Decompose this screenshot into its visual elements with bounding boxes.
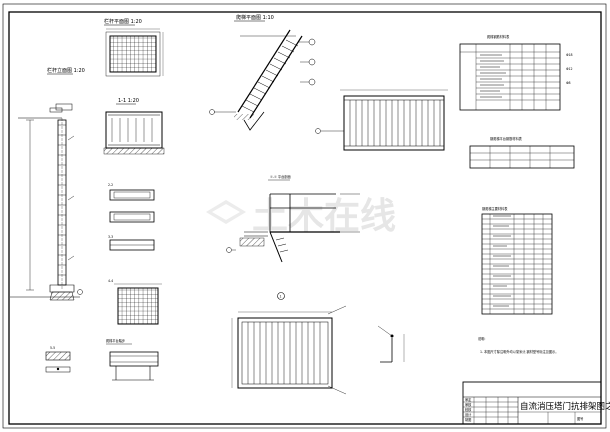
section-1-1-view: 1-1 1:20 xyxy=(103,98,165,155)
svg-text:①-① 平台剖面: ①-① 平台剖面 xyxy=(270,174,291,179)
svg-text:4-4: 4-4 xyxy=(108,279,113,283)
rebar-table-2: 钢爬梯平台钢筋材料表 xyxy=(469,136,575,169)
svg-text:3-3: 3-3 xyxy=(108,235,113,239)
svg-text:审核: 审核 xyxy=(465,402,472,407)
inner-border xyxy=(8,11,602,425)
svg-text:2-2: 2-2 xyxy=(108,183,113,187)
column-plan-title: 栏杆平面图 1:20 xyxy=(104,18,142,25)
svg-text:校核: 校核 xyxy=(465,407,472,412)
stair-ladder-title: 爬梯平面图 1:10 xyxy=(236,14,274,21)
grating-panel-top xyxy=(315,89,448,151)
svg-text:5-5: 5-5 xyxy=(50,346,55,350)
column-plan-view: 栏杆平面图 1:20 xyxy=(104,18,164,77)
svg-text:Φ8: Φ8 xyxy=(566,81,571,85)
svg-text:钢爬梯主要材料表: 钢爬梯主要材料表 xyxy=(482,206,508,211)
column-elevation-view: 栏杆立面图 1:20 xyxy=(10,67,85,301)
svg-text:Φ18: Φ18 xyxy=(566,53,573,57)
svg-text:设计: 设计 xyxy=(465,412,472,417)
svg-text:图号: 图号 xyxy=(577,416,583,421)
svg-text:爬梯平台踏步: 爬梯平台踏步 xyxy=(106,338,125,343)
materials-table: 钢爬梯主要材料表 xyxy=(481,206,553,315)
tread-detail-view: 爬梯平台踏步 xyxy=(106,338,159,381)
stair-ladder-view: 爬梯平面图 1:10 xyxy=(209,14,316,131)
platform-section-view: ①-① 平台剖面 xyxy=(226,174,360,263)
notes-line-1: 1. 本图尺寸除注明外均以毫米计,钢材型号标注见图示。 xyxy=(480,349,558,354)
svg-text:土木在线: 土木在线 xyxy=(252,196,396,237)
svg-text:爬梯钢筋材料表: 爬梯钢筋材料表 xyxy=(487,34,510,39)
watermark: 土木在线 xyxy=(206,196,396,237)
section-2-2-view: 2-2 3-3 xyxy=(108,183,155,251)
svg-text:制图: 制图 xyxy=(465,417,471,422)
small-section-5-5: 5-5 xyxy=(45,346,71,373)
grating-panel-bottom: 1 xyxy=(231,292,347,395)
column-elevation-title: 栏杆立面图 1:20 xyxy=(47,67,85,74)
title-block: 自流消压塔门抗排架图之二 审定 审核 校核 设计 制图 图号 xyxy=(462,381,610,425)
rebar-table-1: 爬梯钢筋材料表 Φ18 Φ12 Φ8 xyxy=(459,34,573,111)
notes-block: 说明: 1. 本图尺寸除注明外均以毫米计,钢材型号标注见图示。 xyxy=(478,336,558,354)
notes-heading: 说明: xyxy=(478,336,485,341)
column-base-plan: 4-4 xyxy=(108,279,162,325)
svg-text:1: 1 xyxy=(280,295,282,299)
drawing-title: 自流消压塔门抗排架图之二 xyxy=(520,401,610,412)
anchor-detail-view xyxy=(377,325,405,363)
svg-text:Φ12: Φ12 xyxy=(566,67,573,71)
svg-text:钢爬梯平台钢筋材料表: 钢爬梯平台钢筋材料表 xyxy=(490,136,523,141)
svg-text:审定: 审定 xyxy=(465,397,472,402)
outer-border xyxy=(2,3,607,429)
section-1-1-title: 1-1 1:20 xyxy=(118,98,139,104)
